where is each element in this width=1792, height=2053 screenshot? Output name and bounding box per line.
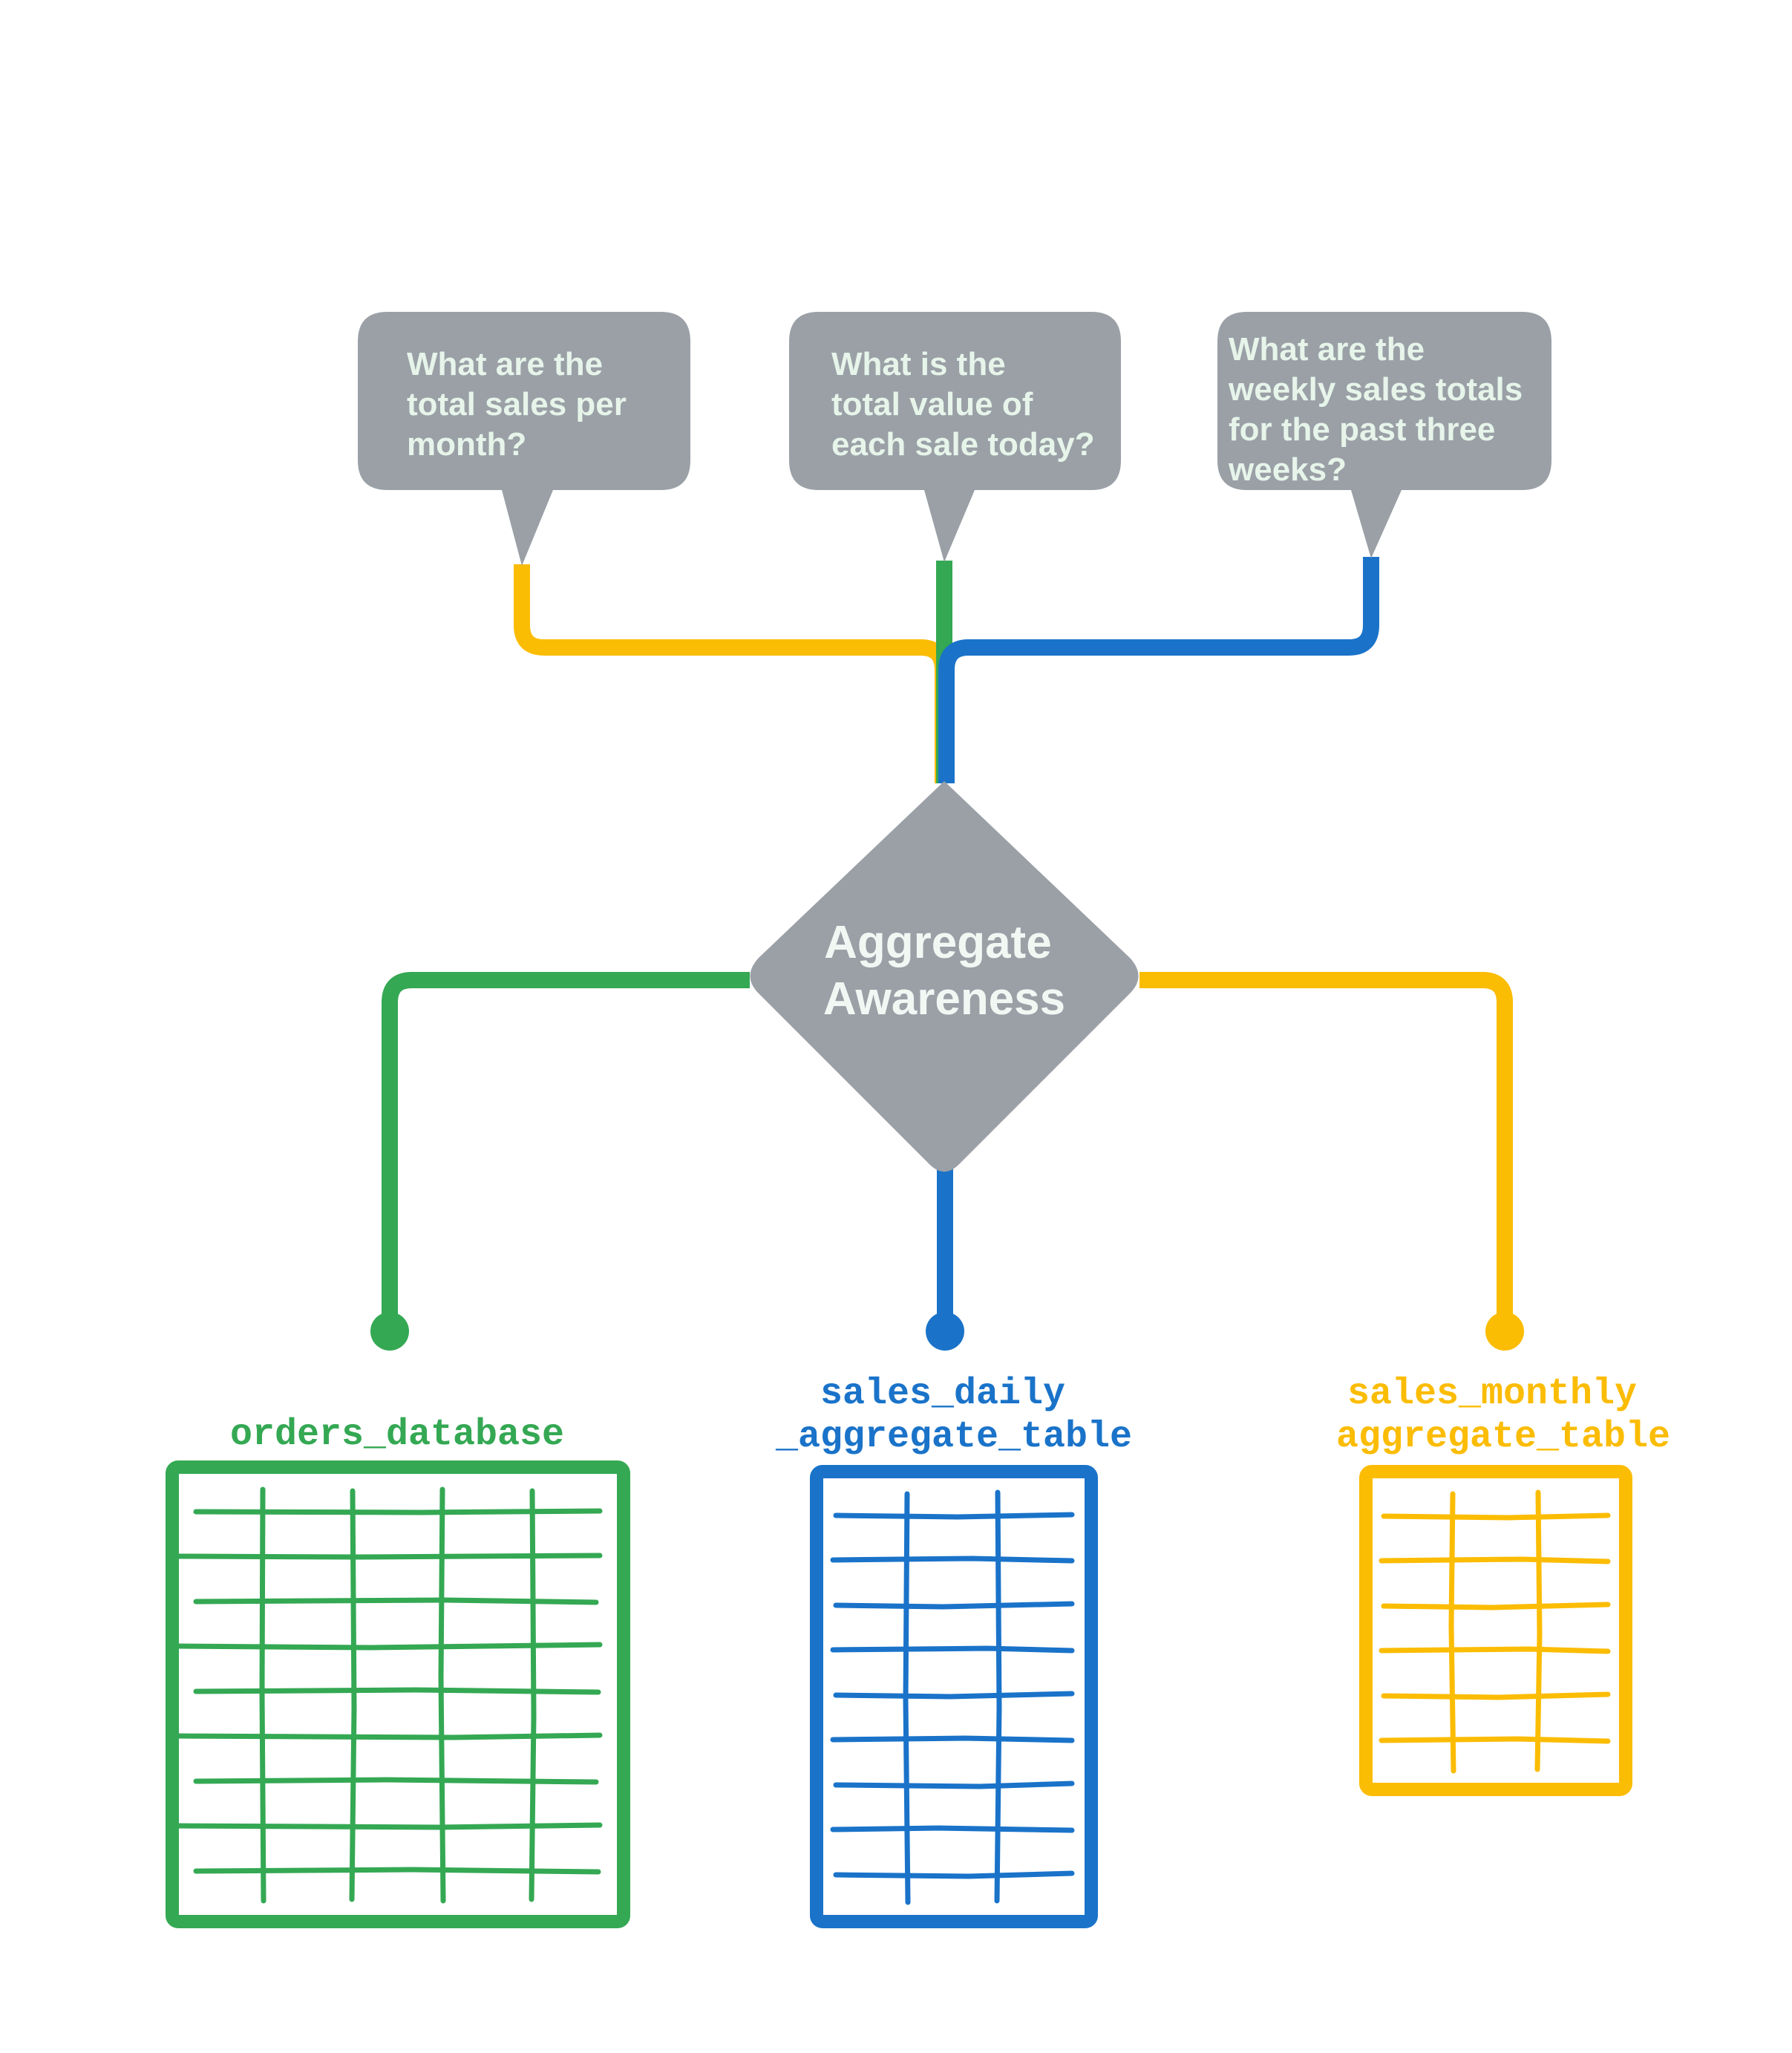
connector-yellow-top (514, 564, 951, 783)
table-label-sales-daily: sales_daily _aggregate_table (775, 1373, 1132, 1458)
bubble-shape-monthly (358, 312, 690, 566)
connector-green-bottom (382, 972, 750, 1322)
question-bubble-weekly[interactable]: What are the weekly sales totals for the… (1217, 312, 1551, 558)
diamond-shape (750, 781, 1139, 1172)
table-grid-sales-monthly (1359, 1465, 1632, 1796)
question-bubble-monthly[interactable]: What are the total sales per month? (358, 312, 690, 566)
table-label-sales-monthly: sales_monthly aggregate_table (1336, 1373, 1670, 1458)
bubble-text-daily: What is the total value of each sale tod… (831, 346, 1095, 463)
connectors-bottom (382, 972, 1513, 1322)
table-label-orders-database: orders_database (230, 1414, 564, 1456)
aggregate-awareness-label: Aggregate Awareness (823, 917, 1065, 1025)
question-bubble-daily[interactable]: What is the total value of each sale tod… (789, 312, 1121, 562)
table-outline-sales-monthly (1359, 1465, 1632, 1796)
connector-yellow-bottom (1139, 972, 1513, 1322)
connector-endpoints (370, 1312, 1524, 1351)
bubble-shape-daily (789, 312, 1121, 562)
table-outline-orders-database (166, 1460, 630, 1928)
endpoint-dot-yellow (1485, 1312, 1524, 1351)
table-outline-sales-daily (810, 1465, 1098, 1928)
connector-blue-top (938, 557, 1379, 783)
endpoint-dot-blue (926, 1312, 964, 1351)
bubble-text-weekly: What are the weekly sales totals for the… (1228, 331, 1531, 488)
endpoint-dot-green (370, 1312, 409, 1351)
aggregate-awareness-node[interactable]: Aggregate Awareness (750, 781, 1139, 1172)
table-grid-sales-daily (810, 1465, 1098, 1928)
table-grid-orders-database (166, 1460, 630, 1928)
bubble-shape-weekly (1217, 312, 1551, 558)
bubble-text-monthly: What are the total sales per month? (407, 346, 635, 463)
connectors-top (514, 557, 1379, 783)
